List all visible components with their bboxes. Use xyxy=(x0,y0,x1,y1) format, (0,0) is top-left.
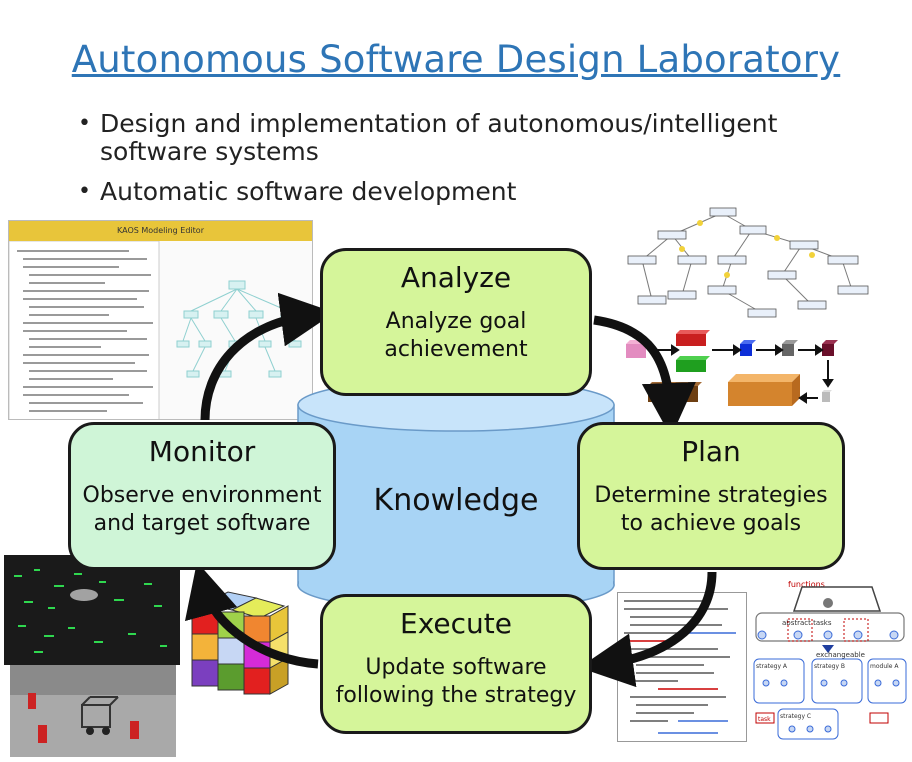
bullet-text: Design and implementation of autonomous/… xyxy=(100,109,778,166)
simulation-points xyxy=(14,567,167,653)
abstract-tasks-label: abstract tasks xyxy=(782,619,832,627)
arrow-monitor-to-analyze xyxy=(200,292,335,421)
exchangeable-label: exchangeable xyxy=(816,651,865,659)
analyze-title: Analyze xyxy=(400,261,512,294)
kaos-editor-screenshot: KAOS Modeling Editor xyxy=(8,220,313,420)
strategy-a-label: strategy A xyxy=(756,663,788,670)
bullet-text: Automatic software development xyxy=(100,177,517,206)
plan-title: Plan xyxy=(681,435,741,468)
plan-description: Determine strategies to achieve goals xyxy=(580,482,842,538)
bullet-list: • Design and implementation of autonomou… xyxy=(78,110,820,218)
monitor-description: Observe environment and target software xyxy=(71,482,333,538)
page-title: Autonomous Software Design Laboratory xyxy=(71,38,841,81)
analyze-node: Analyze Analyze goal achievement xyxy=(320,248,592,396)
kaos-editor-content xyxy=(9,241,302,419)
code-listing-screenshot xyxy=(617,592,747,742)
task-label: task xyxy=(758,716,771,723)
analyze-desc-line2: achievement xyxy=(384,337,528,362)
functions-label: functions xyxy=(788,580,825,589)
monitor-desc-line2: and target software xyxy=(93,511,311,536)
kaos-editor-toolbar: KAOS Modeling Editor xyxy=(9,221,312,241)
plan-desc-line2: to achieve goals xyxy=(620,511,802,536)
plan-node: Plan Determine strategies to achieve goa… xyxy=(577,422,845,570)
knowledge-label: Knowledge xyxy=(373,483,539,518)
goal-tree-screenshot xyxy=(612,205,874,325)
execute-title: Execute xyxy=(400,607,512,640)
monitor-node: Monitor Observe environment and target s… xyxy=(68,422,336,570)
analyze-desc-line1: Analyze goal xyxy=(385,309,527,334)
goal-tree-graph xyxy=(627,207,869,318)
arrow-plan-to-execute xyxy=(579,571,717,688)
arrow-analyze-to-plan xyxy=(593,315,696,437)
execute-desc-line1: Update software xyxy=(365,655,547,680)
plan-desc-line1: Determine strategies xyxy=(594,483,828,508)
bullet-item: • Automatic software development xyxy=(78,178,820,206)
strategy-c-label: strategy C xyxy=(780,713,811,720)
strategy-b-label: strategy B xyxy=(814,663,845,670)
robot-photo-graphic xyxy=(10,665,176,743)
bullet-dot-icon: • xyxy=(78,111,91,136)
module-a-label: module A xyxy=(870,663,899,670)
strategy-module-diagram: functions abstract tasks exchangeable st… xyxy=(752,575,908,747)
strategy-module-graphic: functions abstract tasks exchangeable st… xyxy=(753,580,907,740)
monitor-title: Monitor xyxy=(148,435,256,468)
arrow-execute-to-monitor xyxy=(185,561,319,669)
execute-desc-line2: following the strategy xyxy=(335,683,577,708)
execute-description: Update software following the strategy xyxy=(323,654,589,710)
execute-node: Execute Update software following the st… xyxy=(320,594,592,734)
analyze-description: Analyze goal achievement xyxy=(323,308,589,364)
robot-simulation-screenshot xyxy=(4,555,180,665)
bullet-dot-icon: • xyxy=(78,179,91,204)
colored-cube-image xyxy=(184,580,312,705)
bullet-item: • Design and implementation of autonomou… xyxy=(78,110,820,166)
robot-photo xyxy=(10,665,176,757)
monitor-desc-line1: Observe environment xyxy=(82,483,322,508)
